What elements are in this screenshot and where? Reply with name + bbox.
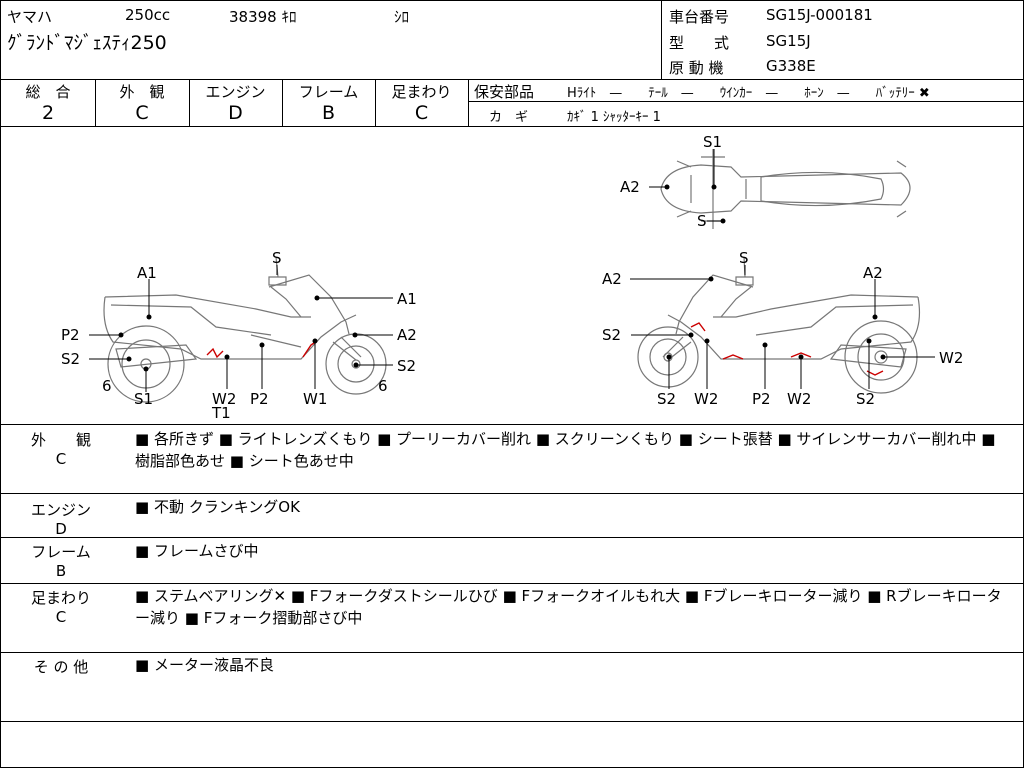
diagram-label: A2 bbox=[602, 270, 622, 288]
displacement: 250cc bbox=[125, 6, 171, 24]
engine-code: G338E bbox=[766, 57, 816, 75]
section-label: 外 観 C bbox=[1, 429, 121, 468]
grade-exterior: 外 観 C bbox=[95, 79, 190, 126]
diagram-label: A2 bbox=[620, 178, 640, 196]
frame-no-label: 車台番号 bbox=[669, 8, 730, 26]
safety-parts: 保安部品 Hﾗｲﾄ — ﾃｰﾙ — ｳｲﾝｶｰ — ﾎｰﾝ — ﾊﾞｯﾃﾘｰ ✖… bbox=[469, 79, 1023, 126]
scooter-diagram-svg: A1 P2 S2 6 S1 W2 T1 P2 W1 6 S2 A2 A1 S A… bbox=[61, 133, 963, 422]
grade-label: エンジン bbox=[205, 83, 266, 101]
header: ヤマハ 250cc 38398 ｷﾛ ｼﾛ ｸﾞﾗﾝﾄﾞﾏｼﾞｪｽﾃｨ250 車… bbox=[1, 1, 1023, 80]
top-view bbox=[660, 149, 911, 229]
diagram-label: A2 bbox=[863, 264, 883, 282]
grades-row: 総 合 2 外 観 C エンジン D フレーム B 足まわり C 保安部品 Hﾗ… bbox=[1, 79, 1023, 127]
grade-value: 2 bbox=[41, 102, 55, 124]
key-label: カ ギ bbox=[489, 110, 529, 125]
section-text: ■ 不動 クランキングOK bbox=[135, 498, 300, 516]
diagram-label: A2 bbox=[397, 326, 417, 344]
diagram-label: S2 bbox=[602, 326, 621, 344]
mileage: 38398 ｷﾛ bbox=[229, 8, 297, 26]
section-grade: D bbox=[55, 520, 67, 538]
diagram-label: A1 bbox=[137, 264, 157, 282]
diagram-label: S2 bbox=[61, 350, 80, 368]
diagram-label: S1 bbox=[703, 133, 722, 151]
section-grade: C bbox=[55, 450, 67, 468]
diagram-label: S bbox=[272, 249, 282, 267]
model-code: SG15J bbox=[766, 32, 811, 50]
diagram-label: T1 bbox=[211, 404, 231, 422]
diagram-label: P2 bbox=[250, 390, 269, 408]
grade-label: フレーム bbox=[298, 83, 359, 101]
section-label-title: エンジン bbox=[30, 501, 91, 519]
section-exterior: 外 観 C ■ 各所きず ■ ライトレンズくもり ■ プーリーカバー削れ ■ ス… bbox=[1, 424, 1023, 494]
section-label-title: フレーム bbox=[31, 543, 91, 561]
maker: ヤマハ bbox=[7, 8, 53, 26]
section-text: ■ メーター液晶不良 bbox=[135, 656, 274, 674]
section-grade: B bbox=[55, 562, 67, 580]
diagram-label: W2 bbox=[939, 349, 963, 367]
diagram-label: S2 bbox=[397, 357, 416, 375]
section-suspension: 足まわり C ■ ステムベアリング✕ ■ Fフォークダストシールひび ■ Fフォ… bbox=[1, 584, 1023, 653]
diagram-label: S2 bbox=[657, 390, 676, 408]
grade-frame: フレーム B bbox=[282, 79, 376, 126]
header-left: ヤマハ 250cc 38398 ｷﾛ ｼﾛ ｸﾞﾗﾝﾄﾞﾏｼﾞｪｽﾃｨ250 bbox=[1, 1, 662, 79]
frame-no: SG15J-000181 bbox=[766, 6, 873, 24]
key-value: ｶｷﾞ 1 ｼｬｯﾀｰｷｰ 1 bbox=[567, 110, 661, 125]
damage-diagram: A1 P2 S2 6 S1 W2 T1 P2 W1 6 S2 A2 A1 S A… bbox=[1, 127, 1023, 425]
engine-label: 原 動 機 bbox=[669, 59, 724, 77]
grade-label: 足まわり bbox=[391, 83, 452, 101]
section-label-title: 足まわり bbox=[30, 589, 91, 607]
section-label: エンジン D bbox=[1, 499, 121, 538]
grade-label: 外 観 bbox=[119, 83, 165, 101]
grade-suspension: 足まわり C bbox=[375, 79, 469, 126]
diagram-label: S bbox=[697, 212, 707, 230]
section-engine: エンジン D ■ 不動 クランキングOK bbox=[1, 494, 1023, 538]
grade-value: C bbox=[135, 102, 149, 124]
diagram-label: W2 bbox=[212, 390, 236, 408]
section-text: ■ ステムベアリング✕ ■ Fフォークダストシールひび ■ Fフォークオイルもれ… bbox=[135, 587, 1002, 627]
section-frame: フレーム B ■ フレームさび中 bbox=[1, 538, 1023, 584]
grade-value: D bbox=[228, 102, 243, 124]
diagram-label: W2 bbox=[787, 390, 811, 408]
section-text: ■ 各所きず ■ ライトレンズくもり ■ プーリーカバー削れ ■ スクリーンくも… bbox=[135, 430, 996, 470]
diagram-label: W1 bbox=[303, 390, 327, 408]
section-label: 足まわり C bbox=[1, 587, 121, 626]
diagram-label: 6 bbox=[378, 377, 388, 395]
safety-label: 保安部品 bbox=[474, 83, 535, 101]
diagram-label: A1 bbox=[397, 290, 417, 308]
diagram-label: 6 bbox=[102, 377, 112, 395]
section-other: そ の 他 ■ メーター液晶不良 bbox=[1, 653, 1023, 722]
grade-value: B bbox=[321, 102, 336, 124]
grade-value: C bbox=[414, 102, 429, 124]
diagram-label: W2 bbox=[694, 390, 718, 408]
left-side-view bbox=[103, 256, 387, 403]
diagram-label: S1 bbox=[134, 390, 153, 408]
model-code-label: 型 式 bbox=[669, 34, 730, 52]
right-side-view bbox=[637, 256, 921, 394]
section-label: そ の 他 bbox=[33, 658, 89, 676]
safety-row: 保安部品 Hﾗｲﾄ — ﾃｰﾙ — ｳｲﾝｶｰ — ﾎｰﾝ — ﾊﾞｯﾃﾘｰ ✖ bbox=[469, 79, 1023, 102]
section-label-title: 外 観 bbox=[30, 431, 91, 449]
section-grade: C bbox=[55, 608, 67, 626]
diagram-label: P2 bbox=[61, 326, 80, 344]
section-text: ■ フレームさび中 bbox=[135, 542, 259, 560]
section-label: フレーム B bbox=[1, 541, 121, 580]
grade-overall: 総 合 2 bbox=[1, 79, 96, 126]
grade-engine: エンジン D bbox=[189, 79, 283, 126]
diagram-label: S bbox=[739, 249, 749, 267]
safety-items: Hﾗｲﾄ — ﾃｰﾙ — ｳｲﾝｶｰ — ﾎｰﾝ — ﾊﾞｯﾃﾘｰ ✖ bbox=[567, 86, 930, 101]
model-name: ｸﾞﾗﾝﾄﾞﾏｼﾞｪｽﾃｨ250 bbox=[7, 32, 167, 54]
diagram-label: P2 bbox=[752, 390, 771, 408]
diagram-label: S2 bbox=[856, 390, 875, 408]
grade-label: 総 合 bbox=[25, 83, 71, 101]
color: ｼﾛ bbox=[394, 8, 410, 26]
